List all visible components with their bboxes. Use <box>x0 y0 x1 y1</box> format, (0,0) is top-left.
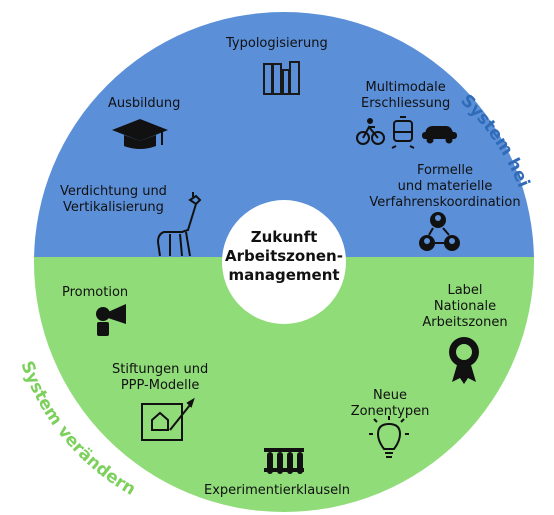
label-stiftungen: Stiftungen und PPP-Modelle <box>112 362 208 394</box>
megaphone-icon <box>96 304 126 336</box>
label-multimodale: Multimodale Erschliessung <box>361 80 450 112</box>
label-formelle-line2: und materielle <box>397 179 493 194</box>
giraffe-icon <box>156 192 202 257</box>
bicycle-icon <box>356 118 385 145</box>
house-plan-icon <box>141 397 195 441</box>
label-neue-zonentypen: Neue Zonentypen <box>340 388 440 420</box>
label-multimodale-line2: Erschliessung <box>361 96 451 111</box>
center-line2: Arbeitszonen- <box>225 247 343 265</box>
label-label-line2: Nationale <box>433 299 497 314</box>
label-label-nationale: Label Nationale Arbeitszonen <box>420 283 510 331</box>
center-line1: Zukunft <box>250 228 318 246</box>
center-line3: management <box>228 266 340 284</box>
upper-half <box>34 12 534 257</box>
label-promotion: Promotion <box>62 285 129 300</box>
label-formelle-line1: Formelle <box>417 163 473 178</box>
graduation-cap-icon <box>112 119 168 149</box>
label-neue-line2: Zonentypen <box>350 404 430 419</box>
books-icon <box>263 61 300 95</box>
label-ausbildung: Ausbildung <box>108 96 181 111</box>
test-tubes-icon <box>264 448 304 474</box>
light-bulb-icon <box>369 416 409 458</box>
center-title: Zukunft Arbeitszonen- management <box>219 228 349 285</box>
label-neue-line1: Neue <box>373 388 407 403</box>
tram-icon <box>391 116 415 149</box>
label-stiftungen-line1: Stiftungen und <box>112 362 209 377</box>
label-stiftungen-line2: PPP-Modelle <box>120 378 200 393</box>
center-circle <box>222 200 346 324</box>
label-formelle: Formelle und materielle Verfahrenskoordi… <box>360 163 530 211</box>
label-label-line1: Label <box>447 283 483 298</box>
award-rosette-icon <box>449 337 479 384</box>
people-network-icon <box>419 212 460 251</box>
label-verdichtung: Verdichtung und Vertikalisierung <box>60 184 167 216</box>
label-label-line3: Arbeitszonen <box>422 315 508 330</box>
label-formelle-line3: Verfahrenskoordination <box>369 195 521 210</box>
label-experimentierklauseln: Experimentierklauseln <box>204 483 351 498</box>
label-typologisierung: Typologisierung <box>226 36 328 51</box>
lower-half <box>34 257 534 512</box>
label-verdichtung-line2: Vertikalisierung <box>63 200 164 215</box>
label-multimodale-line1: Multimodale <box>365 80 446 95</box>
car-icon <box>422 126 457 144</box>
label-verdichtung-line1: Verdichtung und <box>60 184 167 199</box>
